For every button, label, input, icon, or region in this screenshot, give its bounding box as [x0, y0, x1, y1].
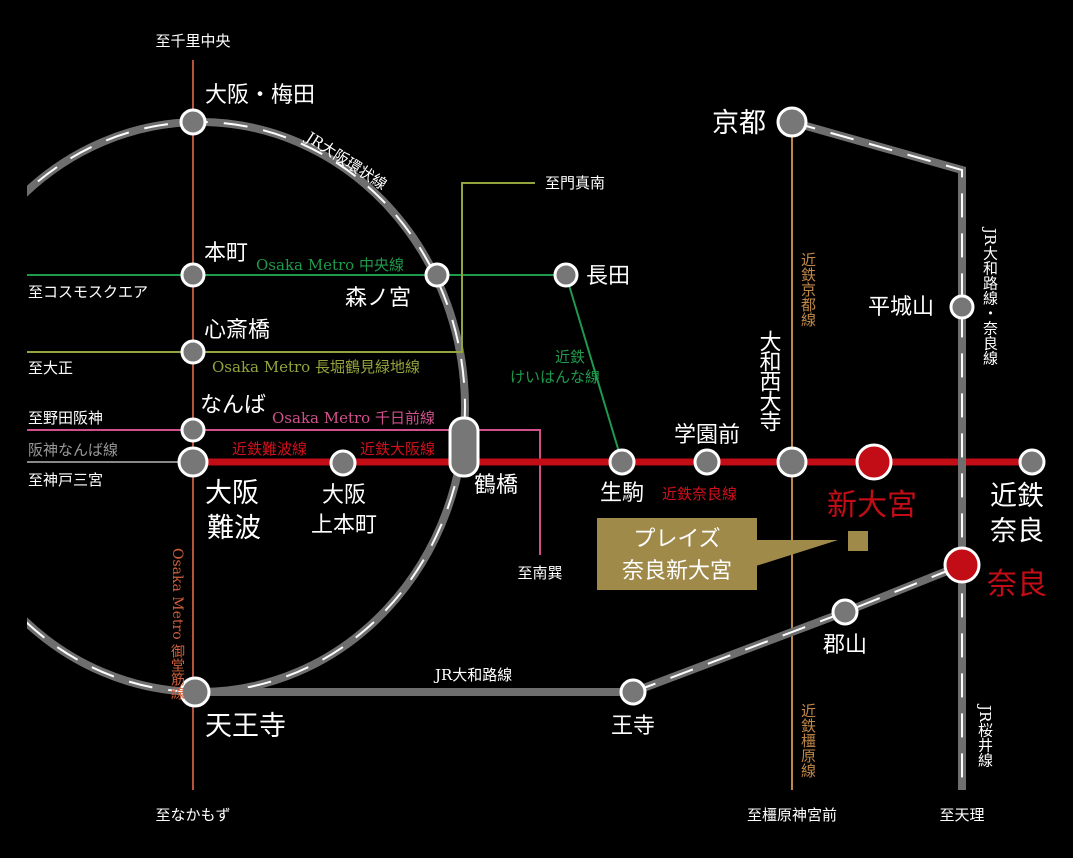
line-label-yamatoji-nara: JR大和路線・奈良線: [981, 226, 999, 366]
label-nara: 奈良: [987, 567, 1047, 602]
property-name-2: 奈良新大宮: [622, 559, 732, 584]
line-label-loop: JR大阪環状線: [301, 127, 390, 193]
station-ikoma[interactable]: [608, 448, 636, 476]
label-namba: なんば: [200, 393, 266, 418]
label-uehonmachi-2: 上本町: [311, 513, 377, 538]
label-osaka-namba-2: 難波: [207, 513, 261, 544]
jr-yamatoji-line: [195, 561, 964, 696]
dir-kadoma-minami: 至門真南: [545, 174, 605, 192]
station-heijoyama[interactable]: [949, 294, 975, 320]
line-label-kintetsu-namba: 近鉄難波線: [232, 440, 307, 458]
label-heijoyama: 平城山: [868, 295, 934, 320]
label-oji: 王寺: [611, 714, 655, 739]
station-namba[interactable]: [180, 417, 206, 443]
label-osaka-namba: 大阪: [205, 478, 259, 509]
station-nagata[interactable]: [553, 262, 579, 288]
station-morinomiya[interactable]: [424, 262, 450, 288]
station-uehonmachi[interactable]: [329, 449, 357, 477]
dir-kashihara: 至橿原神宮前: [747, 806, 837, 824]
station-oji[interactable]: [619, 678, 647, 706]
line-label-kashihara: 近鉄橿原線: [799, 703, 817, 778]
line-label-kintetsu-nara: 近鉄奈良線: [662, 485, 737, 503]
dir-taisho: 至大正: [28, 359, 73, 377]
label-kyoto: 京都: [712, 108, 766, 139]
property-marker: [848, 531, 868, 551]
nagahori-line: [27, 182, 535, 353]
label-morinomiya: 森ノ宮: [345, 286, 411, 311]
line-label-kintetsu-osaka: 近鉄大阪線: [360, 440, 435, 458]
dir-cosmosquare: 至コスモスクエア: [28, 283, 148, 301]
keihanna-line: [565, 274, 623, 463]
label-umeda: 大阪・梅田: [205, 83, 315, 108]
station-shinsaibashi[interactable]: [180, 339, 206, 365]
station-tsuruhashi[interactable]: [448, 416, 480, 478]
line-label-chuo: Osaka Metro 中央線: [256, 256, 404, 274]
label-ikoma: 生駒: [600, 481, 644, 506]
station-nara[interactable]: [943, 546, 981, 584]
station-koriyama[interactable]: [831, 598, 859, 626]
line-label-keihanna: 近鉄: [555, 348, 585, 366]
label-tsuruhashi: 鶴橋: [474, 473, 518, 498]
line-label-hanshin: 阪神なんば線: [28, 441, 118, 459]
label-honmachi: 本町: [204, 241, 248, 266]
dir-kobe-sannomiya: 至神戸三宮: [28, 471, 103, 489]
station-kyoto[interactable]: [776, 106, 808, 138]
label-gakuenmae: 学園前: [674, 423, 740, 448]
label-koriyama: 郡山: [823, 633, 867, 658]
label-shin-omiya: 新大宮: [827, 488, 917, 523]
station-gakuenmae[interactable]: [693, 448, 721, 476]
station-umeda[interactable]: [179, 108, 207, 136]
station-kintetsu-nara[interactable]: [1018, 448, 1046, 476]
line-label-kyoto: 近鉄京都線: [799, 252, 817, 327]
label-nagata: 長田: [586, 264, 630, 289]
label-kintetsu-nara-2: 奈良: [990, 516, 1044, 547]
line-label-midosuji: Osaka Metro 御堂筋線: [169, 548, 185, 700]
station-osaka-namba[interactable]: [177, 446, 209, 478]
dir-noda-hanshin: 至野田阪神: [28, 409, 103, 427]
label-shinsaibashi: 心斎橋: [204, 318, 270, 343]
dir-minami-tatsumi: 至南巽: [517, 564, 562, 582]
station-yamato-saidaiji[interactable]: [776, 446, 808, 478]
station-tennoji[interactable]: [179, 676, 211, 708]
station-shin-omiya[interactable]: [855, 443, 893, 481]
dir-senri-chuo: 至千里中央: [155, 32, 230, 50]
line-label-nagahori: Osaka Metro 長堀鶴見緑地線: [212, 358, 420, 376]
property-badge[interactable]: プレイズ 奈良新大宮: [597, 518, 838, 590]
label-yamato-saidaiji: 大和西大寺: [756, 330, 782, 432]
dir-tenri: 至天理: [939, 806, 984, 824]
label-kintetsu-nara: 近鉄: [990, 481, 1044, 512]
dir-nakamozu: 至なかもず: [155, 806, 230, 824]
property-name-1: プレイズ: [633, 527, 720, 552]
line-label-yamatoji: JR大和路線: [433, 666, 512, 684]
station-honmachi[interactable]: [180, 262, 206, 288]
label-tennoji: 天王寺: [205, 711, 286, 742]
line-label-sennichimae: Osaka Metro 千日前線: [272, 409, 435, 427]
line-label-keihanna-2: けいはんな線: [510, 368, 600, 386]
line-label-sakurai: JR桜井線: [976, 703, 994, 768]
label-uehonmachi: 大阪: [322, 483, 366, 508]
